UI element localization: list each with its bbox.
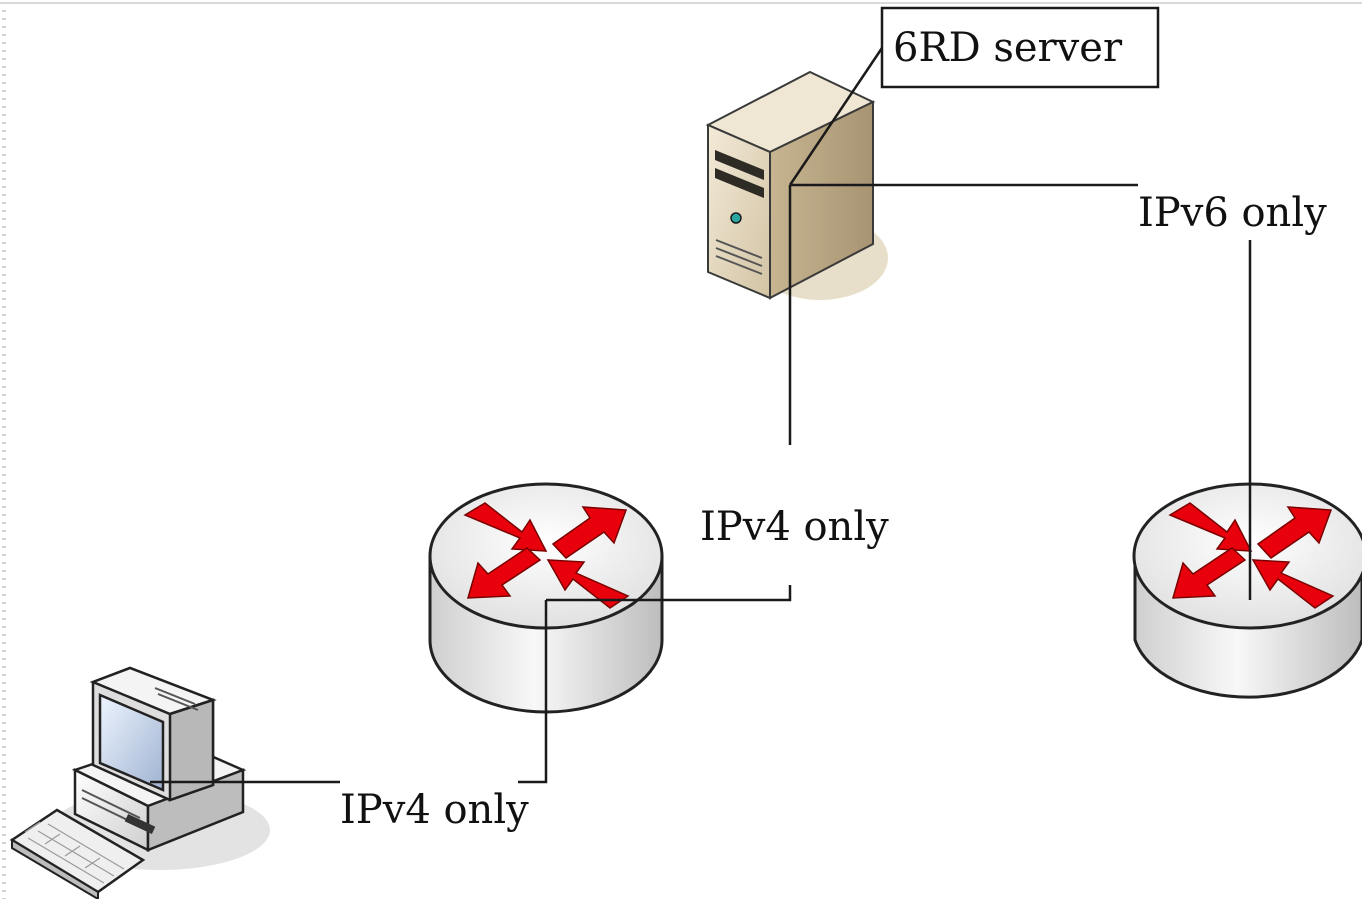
router-icon [1132,482,1362,699]
connection-lines [150,44,1252,784]
desktop-computer-icon [9,666,270,899]
server-label-box [880,6,1160,89]
server-label: 6RD server [893,25,1123,71]
ipv4-to-router-line [546,585,792,602]
ipv6-link-label: IPv6 only [1138,190,1327,236]
server-icon [705,70,888,300]
ipv4-link-pc-label: IPv4 only [340,787,529,833]
server-label-leader [788,44,886,186]
router-to-ipv4-pc-line [518,600,548,784]
ipv4-link-server-label: IPv4 only [700,504,889,550]
